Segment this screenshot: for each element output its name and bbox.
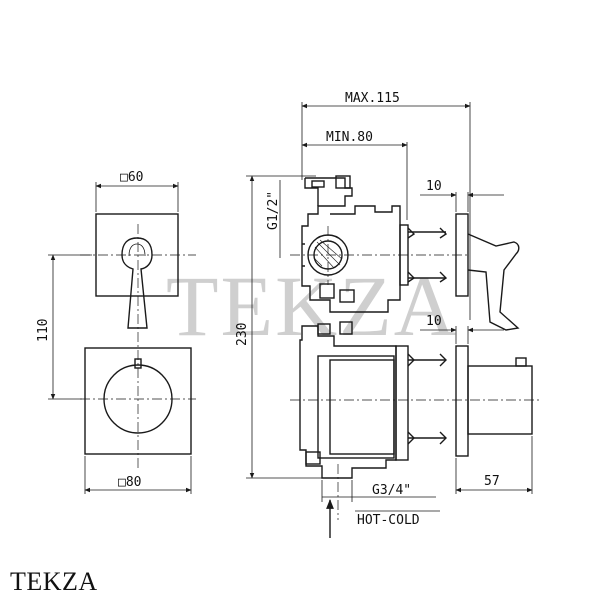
brand-logo-text: TEKZA bbox=[10, 567, 98, 596]
upper-plate-and-lever bbox=[455, 213, 520, 331]
watermark-text: TEKZA bbox=[166, 258, 458, 354]
dim-max-depth: MAX.115 bbox=[345, 91, 400, 106]
dim-total-height: 230 bbox=[235, 323, 250, 346]
lever-handle bbox=[121, 237, 153, 329]
dim-min-depth: MIN.80 bbox=[326, 130, 373, 145]
dim-lower-plate: 10 bbox=[426, 314, 442, 329]
side-view: 230 MAX.115 MIN.80 G1/2" bbox=[235, 91, 540, 538]
dim-vertical-spacing: 110 bbox=[36, 319, 51, 342]
dim-outlet-thread: G1/2" bbox=[266, 191, 281, 230]
dim-inlet-thread: G3/4" bbox=[372, 483, 411, 498]
dim-upper-plate: 10 bbox=[426, 179, 442, 194]
thermostat-knob-side bbox=[467, 365, 533, 435]
lever-side bbox=[467, 233, 520, 331]
inlet-label: HOT-COLD bbox=[357, 513, 420, 528]
dim-top-square: □60 bbox=[120, 170, 143, 185]
lower-valve-body bbox=[290, 321, 540, 520]
upper-valve-body bbox=[290, 175, 470, 313]
front-view: □60 □80 110 bbox=[36, 170, 196, 494]
dim-bottom-square: □80 bbox=[118, 475, 141, 490]
lower-plate-and-knob bbox=[455, 345, 533, 457]
dim-knob-depth: 57 bbox=[484, 474, 500, 489]
